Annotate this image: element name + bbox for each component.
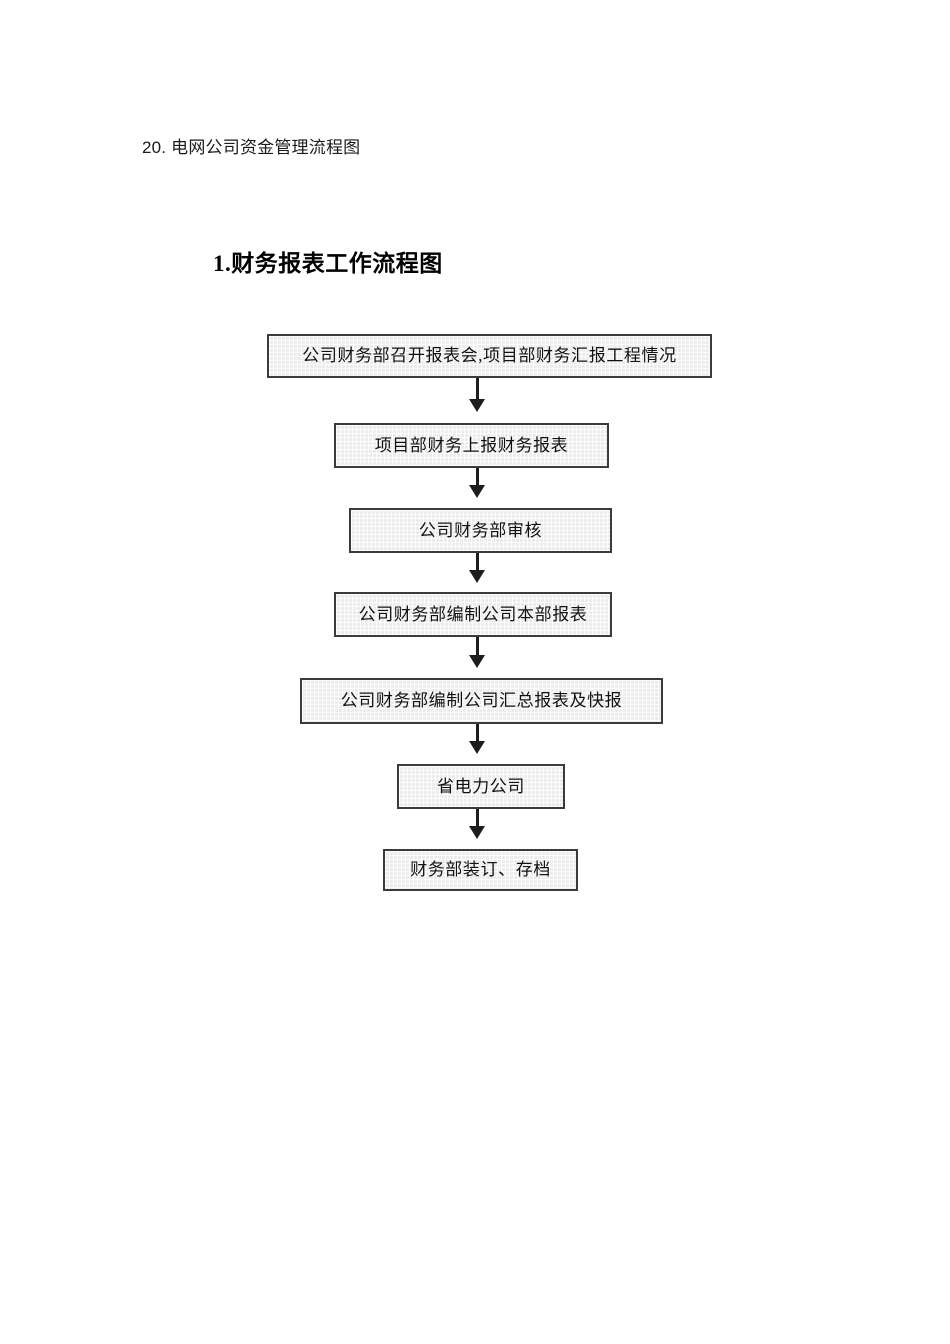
arrow-down-icon — [469, 655, 485, 668]
flowchart-node-2-label: 项目部财务上报财务报表 — [374, 435, 569, 455]
flowchart-node-2: 项目部财务上报财务报表 — [334, 423, 609, 468]
flowchart-node-6-label: 省电力公司 — [437, 776, 525, 796]
flowchart-connector-6-7 — [476, 809, 479, 827]
arrow-down-icon — [469, 741, 485, 754]
flowchart-node-4: 公司财务部编制公司本部报表 — [334, 592, 612, 637]
arrow-down-icon — [469, 570, 485, 583]
flowchart-node-7-label: 财务部装订、存档 — [410, 860, 551, 879]
flowchart-connector-3-4 — [476, 553, 479, 571]
flowchart-node-6: 省电力公司 — [397, 764, 565, 809]
arrow-down-icon — [469, 485, 485, 498]
flowchart-node-3-label: 公司财务部审核 — [418, 520, 543, 540]
flowchart-node-5-label: 公司财务部编制公司汇总报表及快报 — [340, 691, 623, 710]
flowchart-node-4-label: 公司财务部编制公司本部报表 — [358, 604, 588, 624]
flowchart-connector-5-6 — [476, 724, 479, 742]
document-list-item-title: 20. 电网公司资金管理流程图 — [142, 138, 361, 157]
flowchart-connector-2-3 — [476, 468, 479, 486]
flowchart-node-3: 公司财务部审核 — [349, 508, 612, 553]
flowchart-connector-1-2 — [476, 378, 479, 400]
page-title: 1.财务报表工作流程图 — [213, 251, 443, 276]
arrow-down-icon — [469, 826, 485, 839]
flowchart-node-1: 公司财务部召开报表会,项目部财务汇报工程情况 — [267, 334, 712, 378]
flowchart-node-1-label: 公司财务部召开报表会,项目部财务汇报工程情况 — [302, 346, 677, 365]
flowchart-node-7: 财务部装订、存档 — [383, 849, 578, 891]
flowchart-node-5: 公司财务部编制公司汇总报表及快报 — [300, 678, 663, 724]
arrow-down-icon — [469, 399, 485, 412]
flowchart-connector-4-5 — [476, 637, 479, 656]
